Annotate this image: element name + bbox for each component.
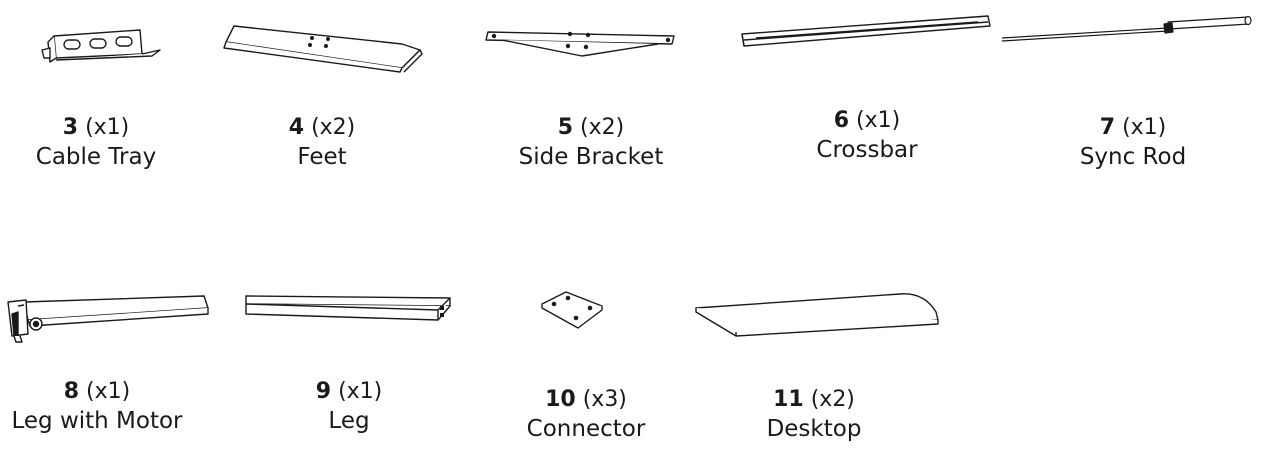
part-quantity: (x1) — [338, 379, 383, 404]
crossbar-illustration — [738, 10, 994, 50]
part-number: 8 — [63, 379, 80, 404]
part-number: 5 — [557, 115, 574, 140]
part-quantity: (x1) — [85, 115, 130, 140]
part-quantity: (x1) — [1122, 115, 1167, 140]
part-number: 9 — [315, 379, 332, 404]
side-bracket-illustration — [482, 26, 682, 61]
part-caption-feet: 4 (x2) Feet — [289, 113, 356, 172]
part-caption-desktop: 11 (x2) Desktop — [767, 385, 862, 444]
part-name: Cable Tray — [35, 144, 157, 171]
feet-illustration — [220, 20, 430, 75]
desktop-illustration — [692, 290, 942, 342]
part-name: Sync Rod — [1079, 144, 1187, 171]
sync-rod-illustration — [998, 8, 1260, 48]
part-name: Leg with Motor — [11, 408, 183, 435]
connector-illustration — [538, 288, 608, 332]
part-name: Feet — [297, 144, 347, 171]
part-caption-leg-with-motor: 8 (x1) Leg with Motor — [11, 377, 182, 436]
part-quantity: (x1) — [856, 108, 901, 133]
part-number: 7 — [1099, 115, 1116, 140]
cable-tray-illustration — [40, 20, 170, 65]
part-caption-side-bracket: 5 (x2) Side Bracket — [519, 113, 664, 172]
part-caption-sync-rod: 7 (x1) Sync Rod — [1080, 113, 1186, 172]
part-quantity: (x2) — [810, 387, 855, 412]
part-quantity: (x3) — [582, 387, 627, 412]
part-caption-connector: 10 (x3) Connector — [527, 385, 646, 444]
part-number: 3 — [62, 115, 79, 140]
part-name: Side Bracket — [518, 144, 664, 171]
part-number: 10 — [545, 387, 576, 412]
leg-with-motor-illustration — [4, 290, 214, 350]
part-quantity: (x2) — [580, 115, 625, 140]
leg-illustration — [242, 292, 456, 328]
part-name: Leg — [328, 408, 370, 435]
part-number: 6 — [833, 108, 850, 133]
part-caption-crossbar: 6 (x1) Crossbar — [816, 106, 917, 165]
part-quantity: (x1) — [86, 379, 131, 404]
part-name: Connector — [526, 416, 646, 443]
part-number: 4 — [288, 115, 305, 140]
part-caption-leg: 9 (x1) Leg — [316, 377, 383, 436]
part-name: Desktop — [766, 416, 862, 443]
part-number: 11 — [773, 387, 804, 412]
part-caption-cable-tray: 3 (x1) Cable Tray — [36, 113, 156, 172]
part-quantity: (x2) — [311, 115, 356, 140]
part-name: Crossbar — [816, 137, 918, 164]
